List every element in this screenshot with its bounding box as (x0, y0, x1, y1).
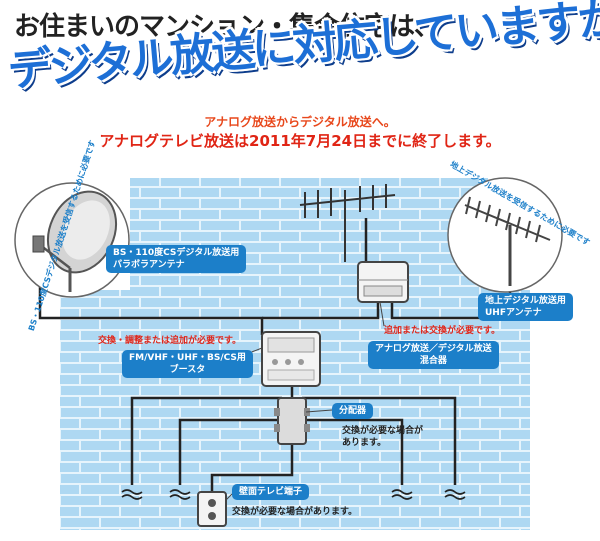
subtitle-end-date: アナログテレビ放送は2011年7月24日までに終了します。 (99, 132, 501, 150)
cable-breaks (121, 489, 466, 500)
parabolic-label-line2: パラボラアンテナ (113, 260, 185, 270)
booster-label-line1: FM/VHF・UHF・BS/CS用 (129, 353, 246, 363)
splitter-note: 交換が必要な場合が あります。 (342, 425, 423, 449)
uhf-label-line1: 地上デジタル放送用 (485, 296, 566, 306)
uhf-antenna-icon (464, 196, 551, 286)
uhf-antenna-label: 地上デジタル放送用 UHFアンテナ (478, 293, 573, 321)
wall-outlet-icon (197, 491, 227, 527)
mixer-device-icon (357, 261, 409, 303)
splitter-note-line1: 交換が必要な場合が (342, 426, 424, 436)
booster-label: FM/VHF・UHF・BS/CS用 ブースタ (122, 350, 253, 378)
mixer-note: 追加または交換が必要です。 (384, 326, 501, 336)
splitter-device-icon (274, 397, 310, 445)
booster-device-icon (261, 331, 321, 387)
uhf-label-line2: UHFアンテナ (485, 308, 542, 318)
headline-text: お住まいのマンション・集合住宅は、 (14, 12, 440, 42)
mixer-label-line1: アナログ放送／デジタル放送 (375, 344, 492, 354)
splitter-label: 分配器 (332, 403, 374, 419)
booster-note: 交換・調整または追加が必要です。 (98, 336, 242, 346)
parabolic-antenna-label: BS・110度CSデジタル放送用 パラボラアンテナ (106, 245, 247, 273)
mixer-label-line2: 混合器 (419, 356, 447, 366)
uhf-magnifier-circle (447, 177, 563, 293)
parabolic-label-line1: BS・110度CSデジタル放送用 (113, 248, 240, 258)
wall-outlet-note: 交換が必要な場合があります。 (232, 507, 358, 517)
subtitle-transition: アナログ放送からデジタル放送へ。 (204, 115, 396, 129)
parabolic-antenna-icon (32, 190, 118, 292)
rooftop-vhf-antenna-icon (299, 184, 396, 262)
booster-label-line2: ブースタ (169, 365, 206, 375)
mixer-label: アナログ放送／デジタル放送 混合器 (368, 341, 499, 369)
wall-outlet-label: 壁面テレビ端子 (232, 484, 310, 500)
splitter-note-line2: あります。 (342, 438, 387, 448)
